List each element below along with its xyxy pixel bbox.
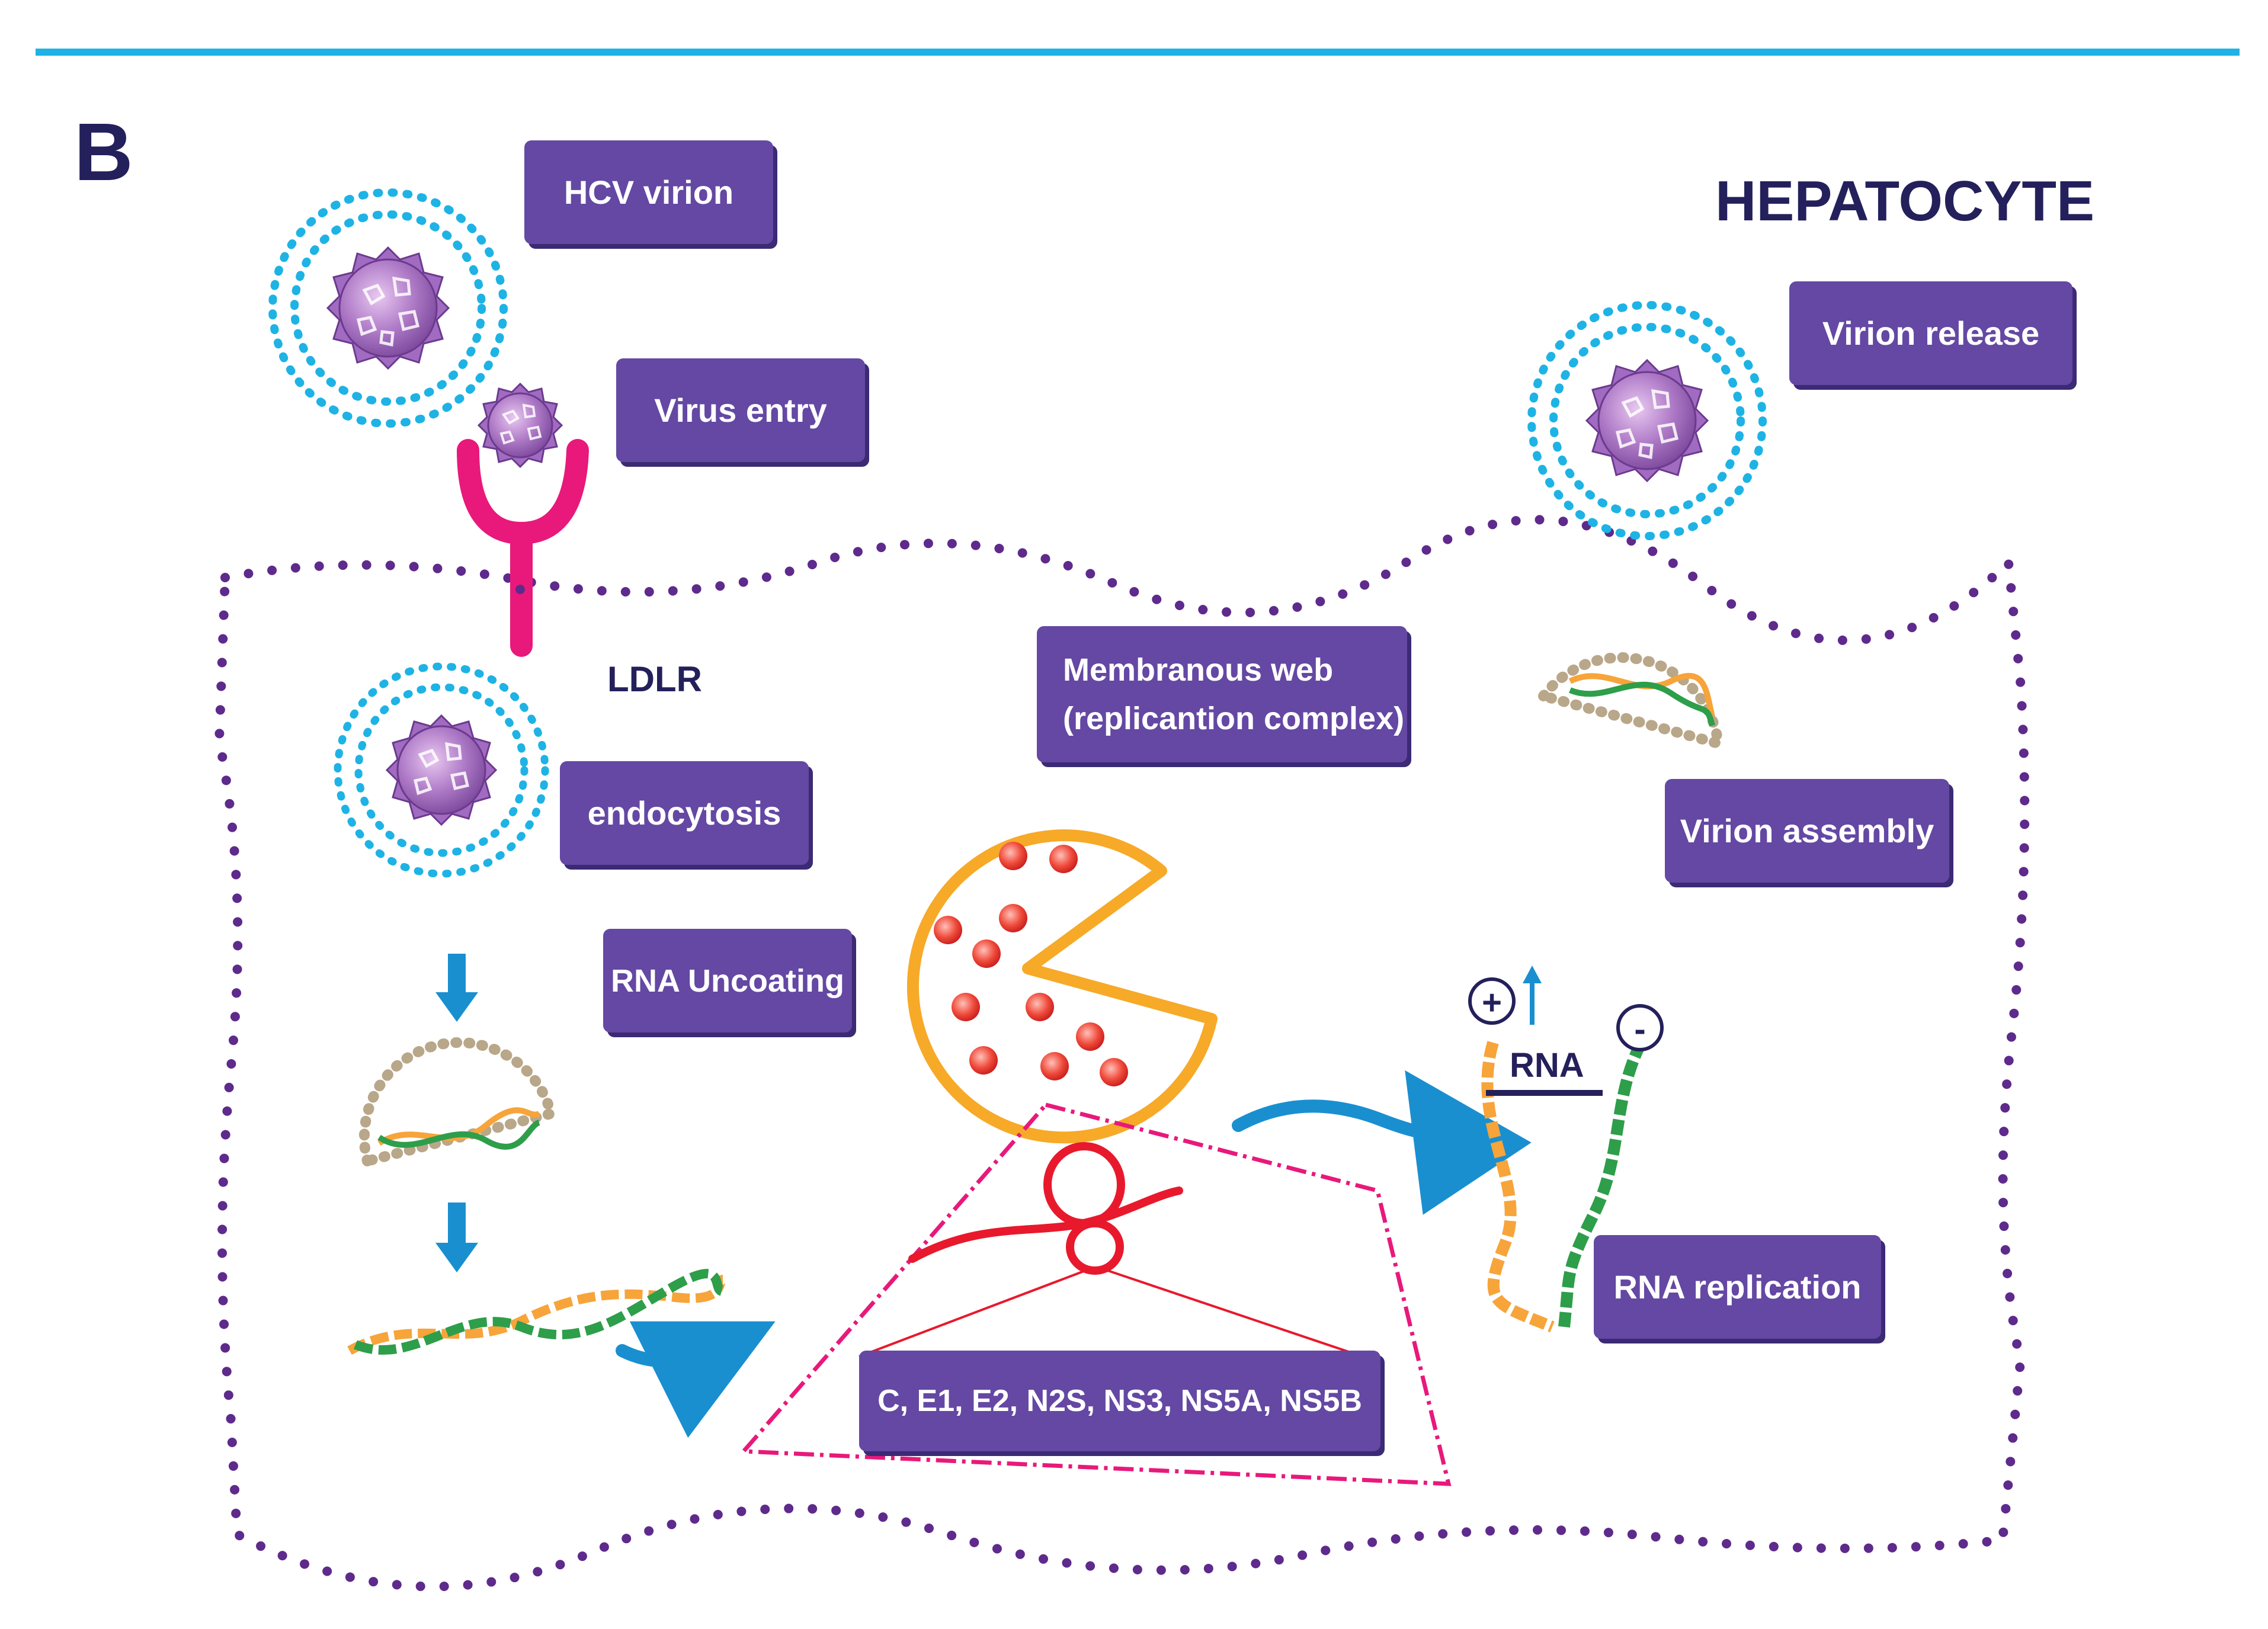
endocytosis-text: endocytosis	[587, 794, 781, 832]
entering-virion-graphic	[477, 382, 563, 469]
polyprotein	[858, 1142, 1363, 1358]
hcv-virion-text: HCV virion	[563, 174, 734, 211]
plus-sign: +	[1482, 983, 1502, 1022]
er-region	[739, 1102, 1452, 1486]
virion-assembly-text: Virion assembly	[1680, 812, 1934, 849]
rna-uncoating-label: RNA Uncoating	[603, 929, 852, 1032]
ldlr-label: LDLR	[607, 659, 702, 699]
curved-arrow-to-translation	[616, 1321, 776, 1438]
virus-entry-label: Virus entry	[616, 358, 865, 462]
released-virion-graphic	[1527, 301, 1767, 540]
uncoating-capsid	[358, 1037, 558, 1168]
proteins-text: C, E1, E2, N2S, NS3, NS5A, NS5B	[877, 1384, 1362, 1418]
rna-label: RNA	[1510, 1046, 1584, 1085]
membranous-web-text-1: Membranous web	[1063, 652, 1334, 688]
hcv-virion-label: HCV virion	[524, 140, 773, 244]
cell-label: HEPATOCYTE	[1715, 169, 2095, 233]
membranous-web-text-2: (replicantion complex)	[1063, 701, 1405, 736]
hcv-virion-graphic	[268, 188, 508, 428]
virus-entry-text: Virus entry	[654, 392, 827, 429]
endocytosis-label: endocytosis	[560, 761, 809, 865]
assembly-capsid	[1534, 652, 1725, 751]
released-rna-strands	[347, 1269, 727, 1355]
virion-assembly-label: Virion assembly	[1665, 779, 1949, 883]
endocytosis-virion-graphic	[334, 662, 549, 878]
cell-membrane	[214, 515, 2030, 1592]
proteins-label: C, E1, E2, N2S, NS3, NS5A, NS5B	[859, 1351, 1380, 1451]
membranous-web-label: Membranous web (replicantion complex)	[1037, 626, 1407, 762]
curved-arrow-to-replication	[1232, 1070, 1532, 1215]
down-arrow-1	[435, 954, 478, 1022]
ldlr-receptor	[457, 439, 589, 657]
virion-release-label: Virion release	[1789, 281, 2072, 385]
down-arrow-2	[435, 1202, 478, 1272]
rna-replication-text: RNA replication	[1613, 1268, 1862, 1306]
panel-label: B	[74, 107, 133, 198]
rna-replication-label: RNA replication	[1594, 1235, 1881, 1339]
rna-uncoating-text: RNA Uncoating	[611, 963, 844, 999]
replicating-rna	[1468, 966, 1664, 1333]
virion-release-text: Virion release	[1822, 315, 2040, 352]
replication-complex	[906, 829, 1218, 1144]
minus-sign: -	[1634, 1010, 1645, 1048]
